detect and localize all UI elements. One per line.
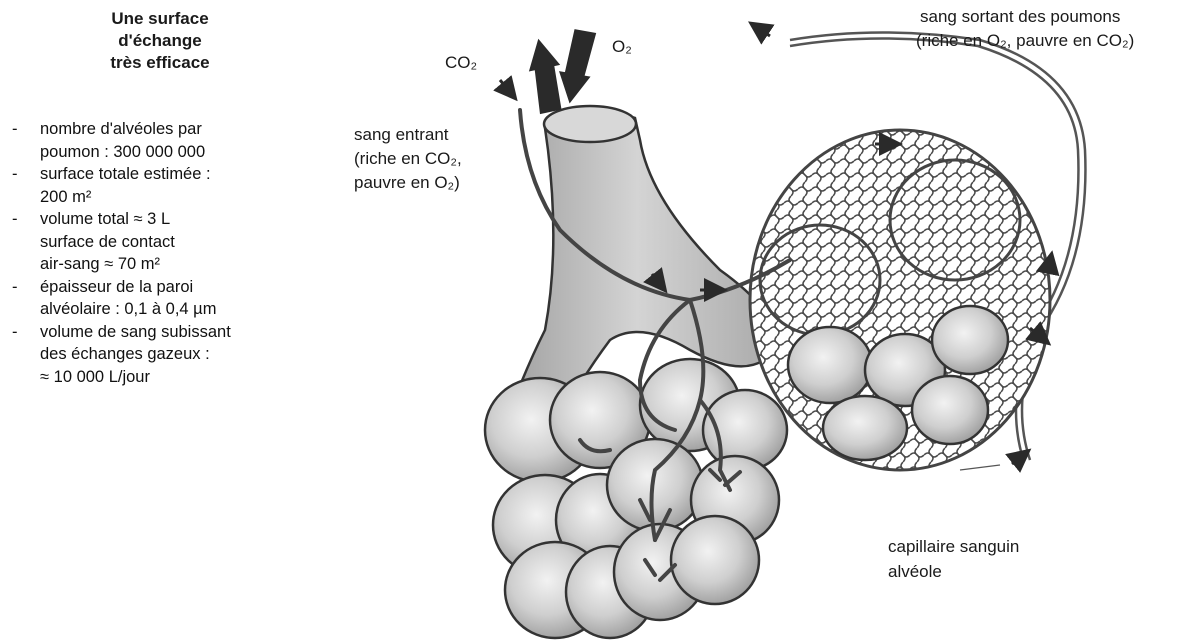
flow-arrow-icon <box>758 28 770 36</box>
label-leaders <box>960 465 1000 470</box>
alveole <box>823 396 907 460</box>
sang-sortant-line-1: sang sortant des poumons <box>920 7 1120 26</box>
o2-label: O₂ <box>612 37 632 56</box>
sang-entrant-line-1: sang entrant <box>354 125 449 144</box>
flow-arrow-icon <box>500 80 510 92</box>
alveoli-left-cluster <box>485 359 787 638</box>
sang-entrant-line-2: (riche en CO₂, <box>354 149 462 168</box>
capillaire-label: capillaire sanguin <box>888 537 1019 556</box>
bronchiole-opening <box>544 106 636 142</box>
gas-arrows <box>523 28 599 115</box>
flow-arrow-icon <box>1048 262 1050 272</box>
flow-arrow-icon <box>1012 456 1022 464</box>
co2-label: CO₂ <box>445 53 477 72</box>
sang-sortant-line-2: (riche en O₂, pauvre en CO₂) <box>916 31 1134 50</box>
alveole-label: alvéole <box>888 562 942 581</box>
o2-in-arrow-icon <box>554 28 598 106</box>
sang-entrant-line-3: pauvre en O₂) <box>354 173 460 192</box>
